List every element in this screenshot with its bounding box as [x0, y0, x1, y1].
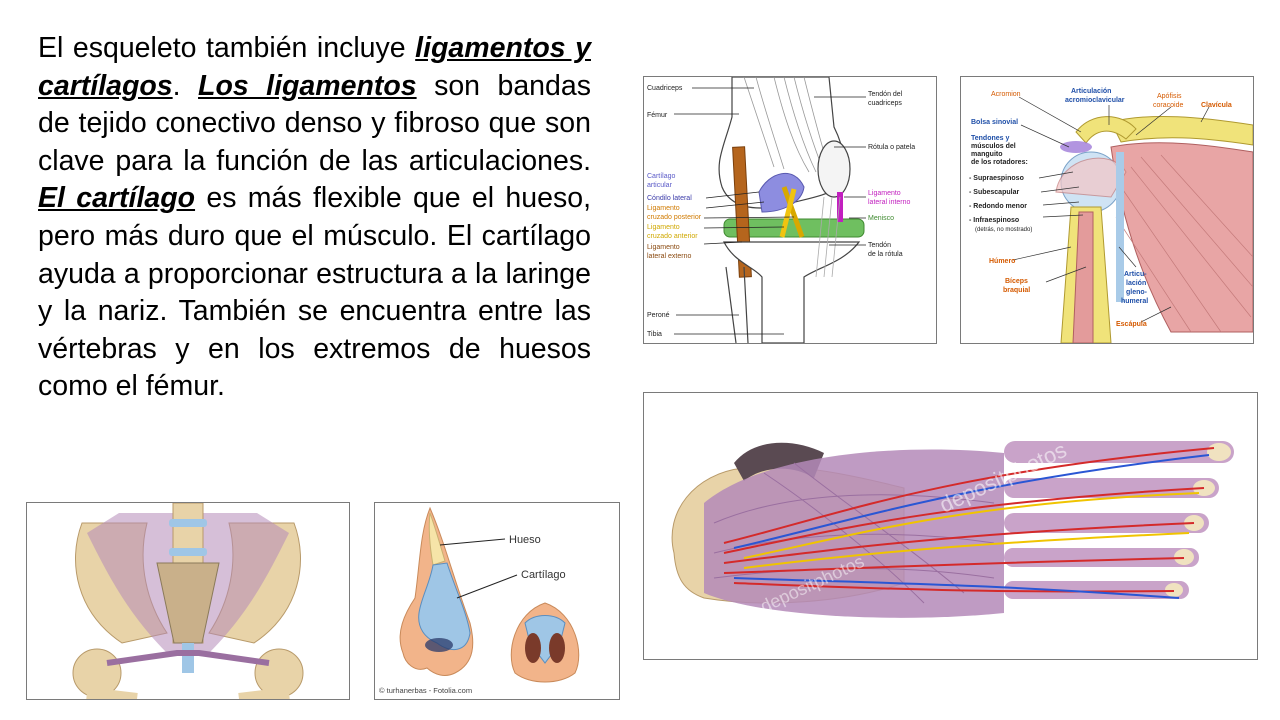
knee-label-femur: Fémur — [647, 112, 668, 119]
shoulder-label-tendones-4: de los rotadores: — [971, 159, 1028, 166]
knee-label-lcp-2: cruzado posterior — [647, 214, 702, 221]
knee-label-cuadriceps: Cuadriceps — [647, 85, 683, 92]
shoulder-label-tendones-2: músculos del — [971, 143, 1016, 150]
shoulder-label-clavicula: Clavícula — [1201, 102, 1232, 109]
knee-label-tendon-q-2: cuadriceps — [868, 100, 902, 107]
knee-diagram-image: Cuadriceps Fémur Cartílago articular Cón… — [643, 76, 937, 344]
knee-label-tibia: Tibia — [647, 331, 662, 338]
pelvis-ligaments-image — [26, 502, 350, 700]
knee-label-tendon-r-2: de la rótula — [868, 251, 903, 258]
knee-label-rotula: Rótula o patela — [868, 144, 915, 151]
emphasis-los-ligamentos: Los ligamentos — [198, 69, 417, 102]
knee-label-lle-1: Ligamento — [647, 244, 680, 251]
text-segment: . — [172, 69, 199, 102]
knee-label-cartilago-1: Cartílago — [647, 173, 676, 180]
nose-credit: © turhanerbas - Fotolia.com — [379, 686, 472, 695]
shoulder-label-biceps-1: Bíceps — [1005, 278, 1028, 285]
knee-label-lli-2: lateral interno — [868, 199, 911, 206]
shoulder-label-tendones-3: manguito — [971, 151, 1003, 158]
knee-label-lca-1: Ligamento — [647, 224, 680, 231]
shoulder-label-artgh-3: gleno- — [1126, 289, 1148, 296]
nose-cartilage-image: Hueso Cartílago © turhanerbas - Fotolia.… — [374, 502, 620, 700]
shoulder-diagram-image: Acromion Articulación acromioclavicular … — [960, 76, 1254, 344]
shoulder-label-tendones-1: Tendones y — [971, 135, 1009, 142]
foot-ligaments-image: depositphotos depositphotos — [643, 392, 1258, 660]
pelvis-illustration — [27, 503, 349, 699]
knee-label-lle-2: lateral externo — [647, 253, 691, 260]
knee-label-perone: Peroné — [647, 312, 670, 319]
shoulder-label-infra-note: (detrás, no mostrado) — [975, 227, 1032, 233]
text-segment: El esqueleto también incluye — [38, 32, 416, 64]
text-segment: es más flexible que el hueso, pero más d… — [38, 182, 591, 403]
shoulder-label-artgh-4: humeral — [1121, 298, 1148, 305]
nose-label-hueso: Hueso — [509, 534, 541, 546]
shoulder-label-artgh-1: Articu- — [1124, 271, 1147, 278]
slide-body-text: El esqueleto también incluye ligamentos … — [38, 30, 591, 406]
shoulder-label-apofisis-2: coracoide — [1153, 102, 1183, 109]
knee-label-lli-1: Ligamento — [868, 190, 901, 197]
knee-label-tendon-r-1: Tendón — [868, 242, 891, 249]
shoulder-label-art-ac-1: Articulación — [1071, 88, 1111, 95]
emphasis-ligamentos-cartilagos: ligamentos y cartílagos — [38, 32, 591, 102]
knee-label-lca-2: cruzado anterior — [647, 233, 698, 240]
emphasis-el-cartilago: El cartílago — [38, 182, 196, 215]
knee-label-menisco: Menisco — [868, 215, 894, 222]
shoulder-label-escapula: Escápula — [1116, 321, 1147, 328]
knee-label-cartilago-2: articular — [647, 182, 673, 189]
knee-label-condilo: Cóndilo lateral — [647, 195, 692, 202]
shoulder-label-apofisis-1: Apófisis — [1157, 93, 1182, 100]
shoulder-label-redondo: - Redondo menor — [969, 203, 1027, 210]
shoulder-label-subesc: - Subescapular — [969, 189, 1019, 196]
foot-illustration: depositphotos depositphotos — [644, 393, 1257, 659]
nose-label-cartilago: Cartílago — [521, 569, 566, 581]
shoulder-label-artgh-2: lación — [1126, 280, 1146, 287]
shoulder-label-acromion: Acromion — [991, 91, 1021, 98]
knee-label-lcp-1: Ligamento — [647, 205, 680, 212]
shoulder-label-infra: - Infraespinoso — [969, 217, 1019, 224]
shoulder-label-supra: - Supraespinoso — [969, 175, 1024, 182]
shoulder-label-biceps-2: braquial — [1003, 287, 1030, 294]
shoulder-label-humero: Húmero — [989, 258, 1015, 265]
knee-illustration: Cuadriceps Fémur Cartílago articular Cón… — [647, 77, 915, 343]
shoulder-label-art-ac-2: acromioclavicular — [1065, 97, 1125, 104]
shoulder-illustration: Acromion Articulación acromioclavicular … — [969, 88, 1253, 343]
shoulder-label-bolsa: Bolsa sinovial — [971, 119, 1018, 126]
nose-illustration: Hueso Cartílago © turhanerbas - Fotolia.… — [375, 503, 619, 699]
text-segment: son bandas de tejido conectivo denso y f… — [38, 69, 591, 177]
knee-label-tendon-q-1: Tendón del — [868, 91, 903, 98]
